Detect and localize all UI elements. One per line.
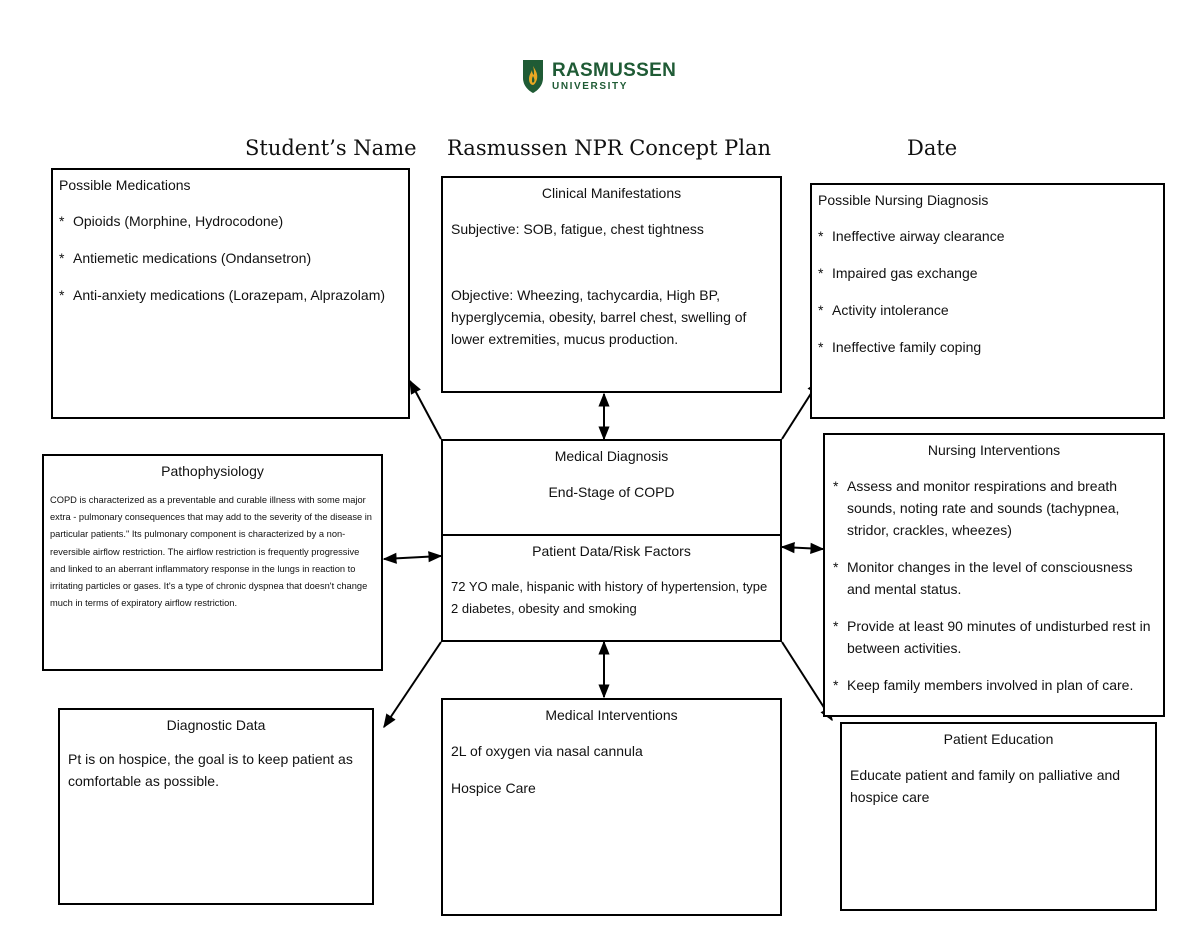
box-title: Patient Education bbox=[943, 731, 1054, 747]
list-item: Opioids (Morphine, Hydrocodone) bbox=[59, 210, 402, 232]
box-title: Patient Data/Risk Factors bbox=[532, 543, 691, 559]
list-item: Ineffective family coping bbox=[818, 336, 1157, 358]
medical-intervention-item: Hospice Care bbox=[451, 780, 536, 796]
pathophysiology-text: COPD is characterized as a preventable a… bbox=[50, 495, 372, 609]
flame-shield-icon bbox=[523, 60, 543, 93]
logo-subtitle: UNIVERSITY bbox=[552, 80, 629, 92]
patient-data-text: 72 YO male, hispanic with history of hyp… bbox=[451, 579, 768, 616]
box-title: Clinical Manifestations bbox=[541, 185, 682, 201]
possible-medications-box: Possible Medications Opioids (Morphine, … bbox=[51, 168, 410, 419]
list-item: Provide at least 90 minutes of undisturb… bbox=[833, 615, 1155, 659]
list-item: Keep family members involved in plan of … bbox=[833, 674, 1155, 696]
objective-text: Objective: Wheezing, tachycardia, High B… bbox=[451, 287, 747, 347]
arrow-pathophysiology bbox=[382, 551, 443, 564]
box-title: Nursing Interventions bbox=[927, 442, 1061, 458]
list-item: Anti-anxiety medications (Lorazepam, Alp… bbox=[59, 284, 402, 306]
medical-intervention-item: 2L of oxygen via nasal cannula bbox=[451, 743, 643, 759]
nursing-interventions-list: Assess and monitor respirations and brea… bbox=[833, 475, 1155, 696]
list-item: Antiemetic medications (Ondansetron) bbox=[59, 247, 402, 269]
box-title: Pathophysiology bbox=[161, 463, 264, 479]
student-name-heading: Student’s Name bbox=[245, 136, 417, 160]
nursing-interventions-box: Nursing Interventions Assess and monitor… bbox=[823, 433, 1165, 717]
medical-diagnosis-box: Medical Diagnosis End-Stage of COPD bbox=[441, 439, 782, 536]
patient-education-text: Educate patient and family on palliative… bbox=[850, 767, 1121, 805]
medical-interventions-box: Medical Interventions 2L of oxygen via n… bbox=[441, 698, 782, 916]
nursing-diagnosis-list: Ineffective airway clearance Impaired ga… bbox=[818, 225, 1157, 358]
pathophysiology-box: Pathophysiology COPD is characterized as… bbox=[42, 454, 383, 671]
logo-wordmark: RASMUSSEN bbox=[552, 59, 677, 81]
clinical-manifestations-box: Clinical Manifestations Subjective: SOB,… bbox=[441, 176, 782, 393]
patient-education-box: Patient Education Educate patient and fa… bbox=[840, 722, 1157, 911]
medications-list: Opioids (Morphine, Hydrocodone) Antiemet… bbox=[59, 210, 402, 306]
arrow-diagnostic bbox=[383, 641, 442, 729]
list-item: Impaired gas exchange bbox=[818, 262, 1157, 284]
list-item: Assess and monitor respirations and brea… bbox=[833, 475, 1155, 541]
list-item: Activity intolerance bbox=[818, 299, 1157, 321]
patient-data-box: Patient Data/Risk Factors 72 YO male, hi… bbox=[441, 534, 782, 642]
medical-diagnosis-text: End-Stage of COPD bbox=[548, 484, 675, 500]
list-item: Monitor changes in the level of consciou… bbox=[833, 556, 1155, 600]
box-title: Possible Nursing Diagnosis bbox=[818, 192, 989, 208]
diagnostic-data-box: Diagnostic Data Pt is on hospice, the go… bbox=[58, 708, 374, 905]
arrow-medications bbox=[409, 379, 442, 440]
subjective-text: Subjective: SOB, fatigue, chest tightnes… bbox=[451, 221, 704, 237]
box-title: Possible Medications bbox=[59, 177, 191, 193]
box-title: Medical Interventions bbox=[545, 707, 678, 723]
box-title: Diagnostic Data bbox=[166, 717, 266, 733]
date-heading: Date bbox=[907, 136, 958, 160]
rasmussen-logo: RASMUSSEN UNIVERSITY bbox=[520, 57, 676, 95]
arrow-nursing-interventions bbox=[780, 542, 825, 554]
diagnostic-data-text: Pt is on hospice, the goal is to keep pa… bbox=[68, 751, 353, 789]
list-item: Ineffective airway clearance bbox=[818, 225, 1157, 247]
box-title: Medical Diagnosis bbox=[554, 448, 669, 464]
page-title: Rasmussen NPR Concept Plan bbox=[447, 136, 772, 160]
possible-nursing-diagnosis-box: Possible Nursing Diagnosis Ineffective a… bbox=[810, 183, 1165, 419]
